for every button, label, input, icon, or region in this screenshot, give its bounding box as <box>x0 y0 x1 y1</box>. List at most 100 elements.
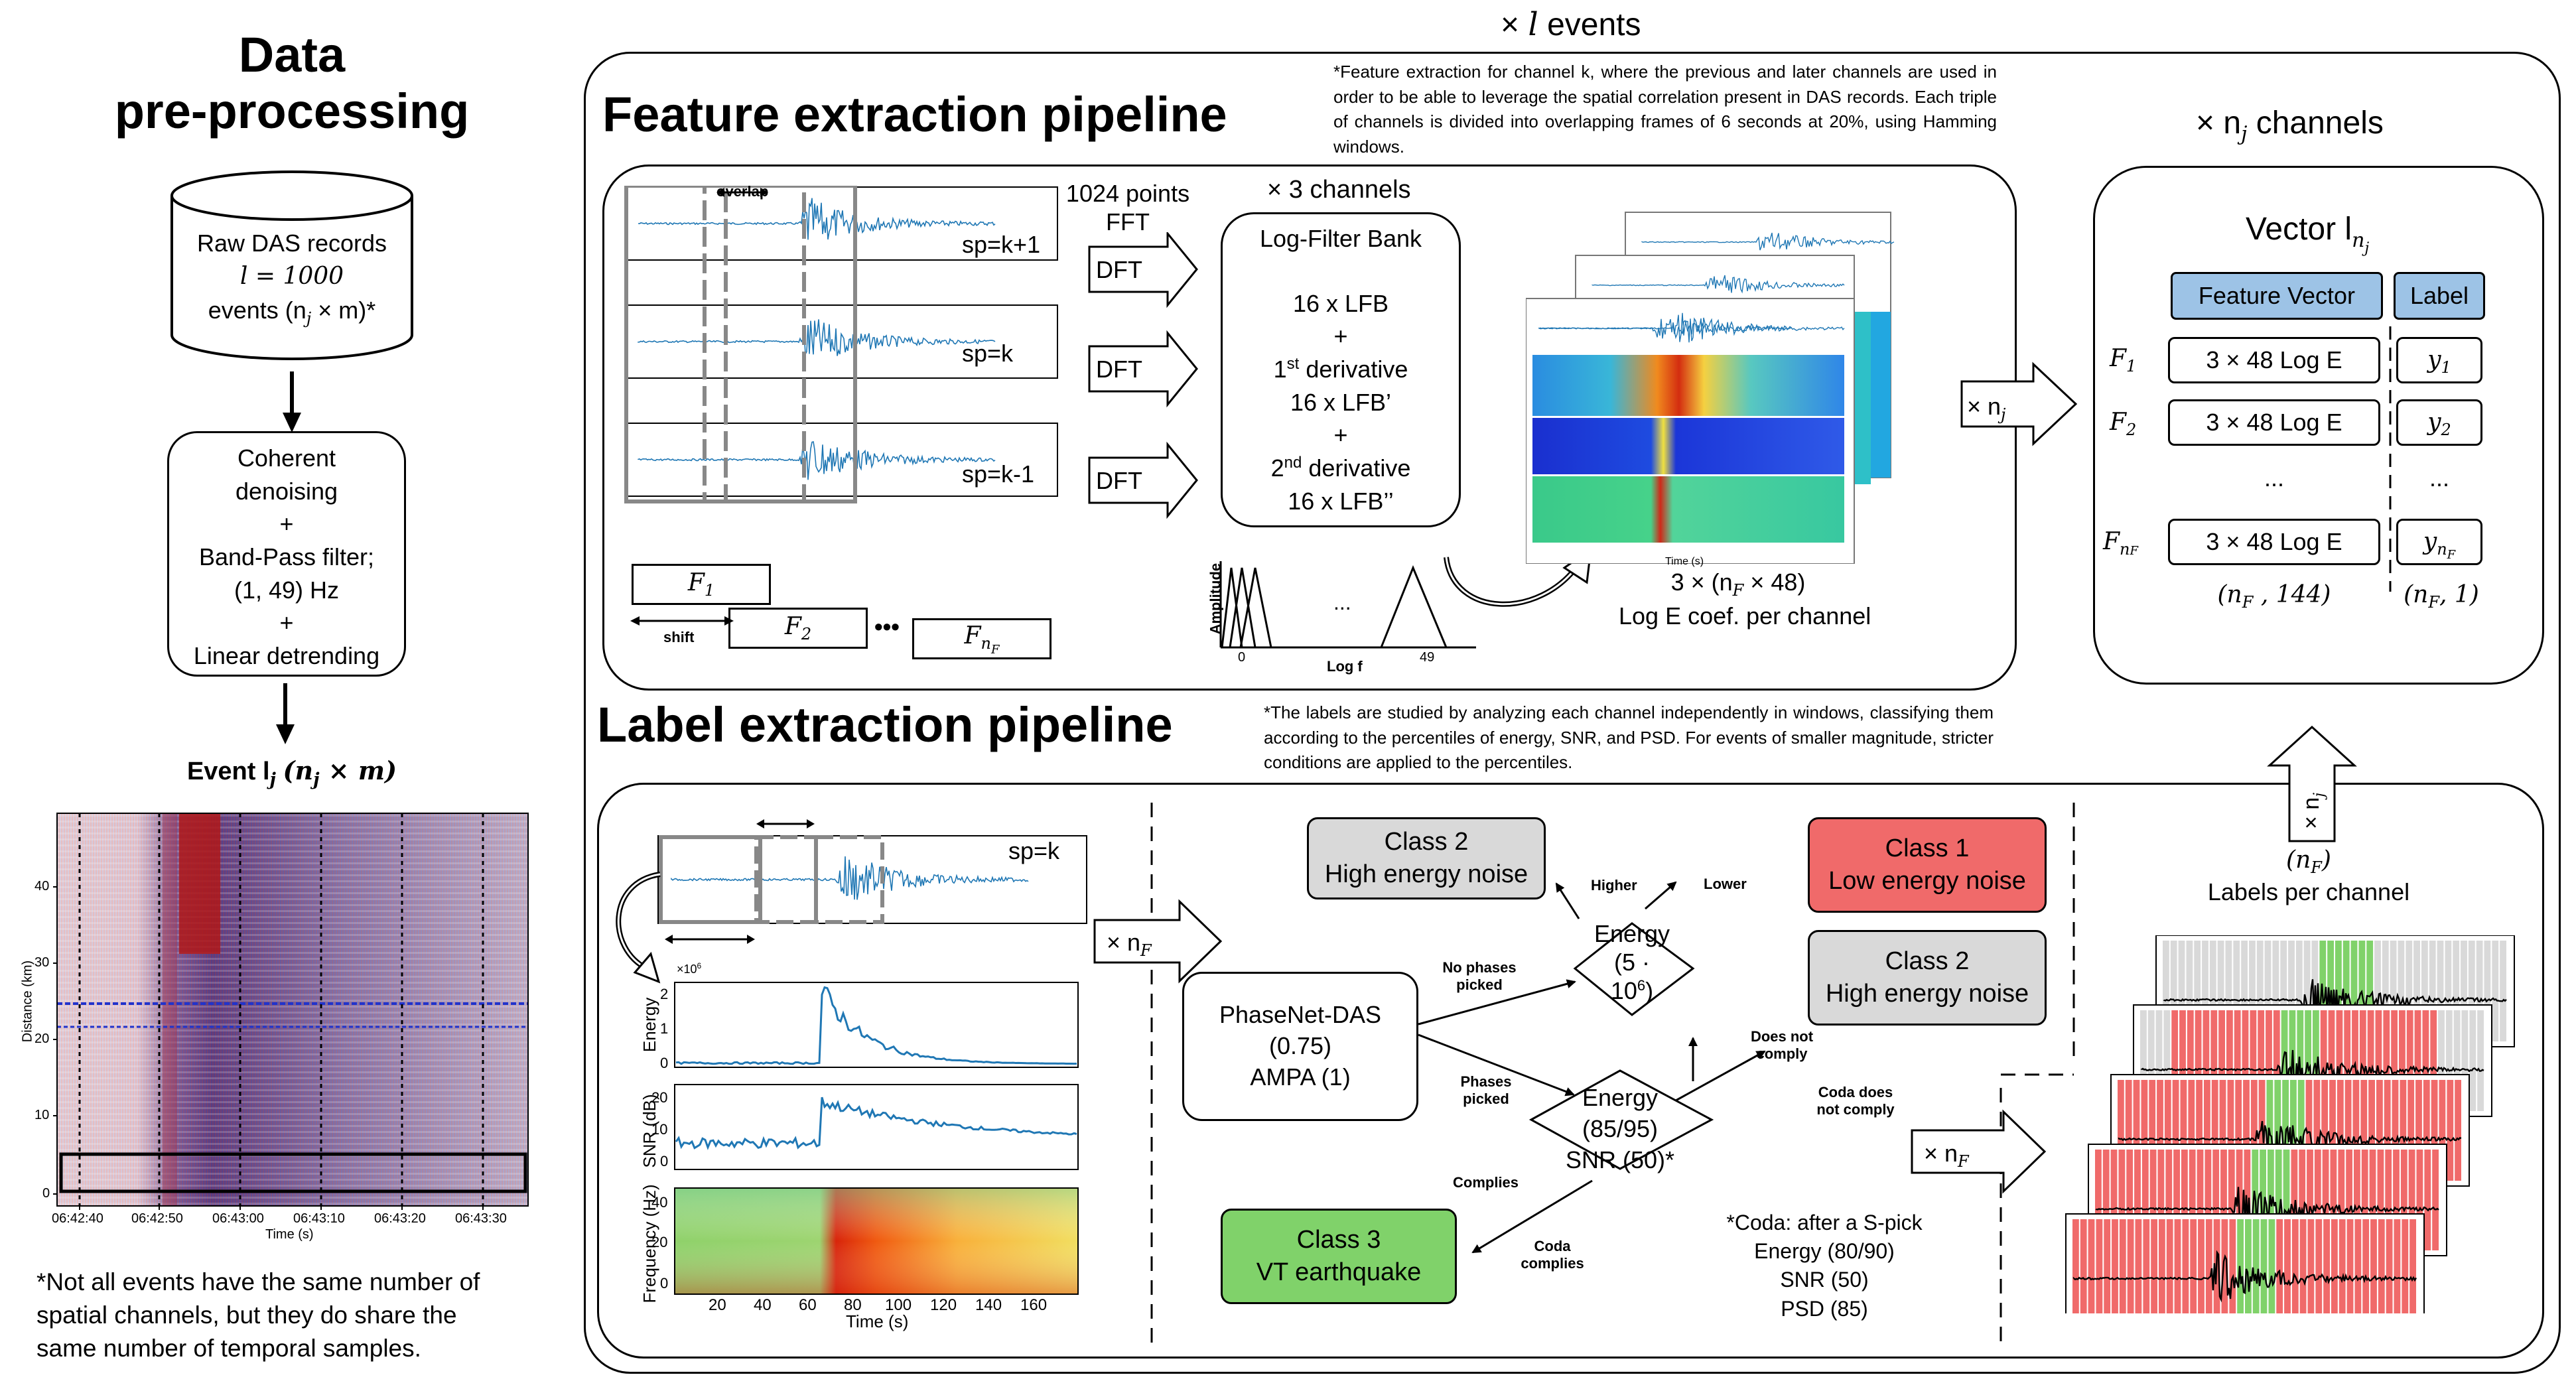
label-separators <box>1150 803 2075 1347</box>
das-xlabel: Time (s) <box>265 1227 314 1242</box>
arrow-times-nf-right <box>1911 1109 2047 1194</box>
label-bar <box>2335 941 2342 1041</box>
label-bar <box>2166 1219 2173 1313</box>
label-bar <box>2367 1010 2374 1111</box>
label-pipeline-box <box>597 783 2544 1359</box>
label-timeseries <box>674 982 1079 1295</box>
filter-49-label: 49 <box>1420 650 1435 665</box>
label-bar <box>2256 941 2264 1041</box>
label-bar <box>2163 941 2169 1041</box>
label-bar <box>2297 1080 2305 1181</box>
label-bar <box>2209 941 2216 1041</box>
label-bar <box>2305 1080 2313 1181</box>
label-bar <box>2141 1080 2148 1181</box>
label-bar <box>2149 1150 2157 1250</box>
spectrogram-stack <box>1526 212 1895 564</box>
label-bar <box>2204 1150 2212 1250</box>
label-bar <box>2307 1219 2315 1313</box>
label-higher: Higher <box>1591 877 1637 894</box>
label-bar <box>2204 1080 2210 1181</box>
event-label: Event lj (nj × m) <box>186 756 397 790</box>
label-bar <box>2383 1010 2390 1111</box>
label-bar <box>2413 941 2420 1041</box>
freq-xtick: 80 <box>844 1296 862 1314</box>
label-bar <box>2366 941 2374 1041</box>
vector-row-label: y1 <box>2396 337 2482 383</box>
label-bar <box>2370 1219 2377 1313</box>
label-bar <box>2275 1150 2282 1250</box>
label-bar <box>2283 1150 2290 1250</box>
label-bar <box>2438 1010 2445 1111</box>
energy-ytick: 1 <box>660 1020 669 1037</box>
label-bar <box>2118 1080 2124 1181</box>
label-bar <box>2390 941 2397 1041</box>
label-bar <box>2328 1010 2335 1111</box>
filter-logf-label: Log f <box>1327 658 1363 675</box>
freq-xtick: 120 <box>930 1296 957 1314</box>
label-bar <box>2320 1010 2327 1111</box>
label-bar <box>2400 1080 2407 1181</box>
feature-vector-header: Feature Vector <box>2171 272 2383 320</box>
sp-label: sp=k+1 <box>962 231 1041 258</box>
label-bar <box>2338 1150 2345 1250</box>
label-bar <box>2220 1150 2227 1250</box>
label-bar <box>2392 1080 2399 1181</box>
class2-right: Class 2 High energy noise <box>1808 930 2047 1026</box>
label-bar <box>2307 1150 2313 1250</box>
label-bar <box>2147 1010 2155 1111</box>
label-bar <box>2218 1010 2225 1111</box>
label-bar <box>2134 1150 2141 1250</box>
freq-xtick: 100 <box>885 1296 912 1314</box>
label-window <box>659 835 762 924</box>
label-bar <box>2196 1080 2203 1181</box>
label-bar <box>2174 1219 2181 1313</box>
label-bar <box>2188 1080 2195 1181</box>
labels-per-channel-stack <box>2065 935 2515 1313</box>
label-bar <box>2384 1080 2391 1181</box>
label-bar <box>2190 1219 2197 1313</box>
das-ylabel: Distance (km) <box>20 960 35 1043</box>
label-bar <box>2376 1080 2383 1181</box>
label-bar <box>2219 1080 2226 1181</box>
label-bar <box>2212 1150 2220 1250</box>
coda-note: *Coda: after a S-pick Energy (80/90) SNR… <box>1726 1211 1923 1321</box>
label-bar <box>2250 1010 2257 1111</box>
label-bar <box>2182 1219 2189 1313</box>
label-bar <box>2468 941 2475 1041</box>
energy-exp: ×106 <box>677 961 702 976</box>
times-nf-right-label: × nF <box>1924 1140 1969 1171</box>
denoising-box <box>167 431 406 677</box>
label-trace <box>2095 1187 2439 1230</box>
label-bar <box>2314 1150 2321 1250</box>
label-bar <box>2252 1219 2260 1313</box>
label-bar <box>2181 1150 2188 1250</box>
filter-dots: ... <box>1333 590 1351 614</box>
label-bar <box>2354 1219 2362 1313</box>
label-bar <box>2125 1080 2132 1181</box>
freq-xlabel: Time (s) <box>846 1311 909 1331</box>
label-bar <box>2461 941 2467 1041</box>
filter-0-label: 0 <box>1238 650 1246 665</box>
vector-row-value: 3 × 48 Log E <box>2168 399 2380 446</box>
energy-diamond-bottom: Energy (85/95) SNR (50)* <box>1565 1084 1675 1173</box>
label-bar <box>2102 1150 2110 1250</box>
label-bar <box>2194 941 2201 1041</box>
label-bar <box>2173 1150 2180 1250</box>
label-bar <box>2331 1219 2338 1313</box>
snr-ytick: 20 <box>651 1089 668 1106</box>
frames-dots: ••• <box>874 613 900 640</box>
label-bar <box>2330 1150 2337 1250</box>
label-bar <box>2394 1219 2401 1313</box>
label-bar <box>2409 1219 2416 1313</box>
label-bar <box>2445 941 2452 1041</box>
label-bar <box>2500 941 2506 1041</box>
overlap-arrow <box>760 188 768 197</box>
das-xtick: 06:42:40 <box>52 1211 103 1226</box>
label-header: Label <box>2394 272 2485 320</box>
label-bar <box>2243 1080 2250 1181</box>
dft-label: DFT <box>1096 467 1142 494</box>
label-bar <box>2352 1080 2360 1181</box>
